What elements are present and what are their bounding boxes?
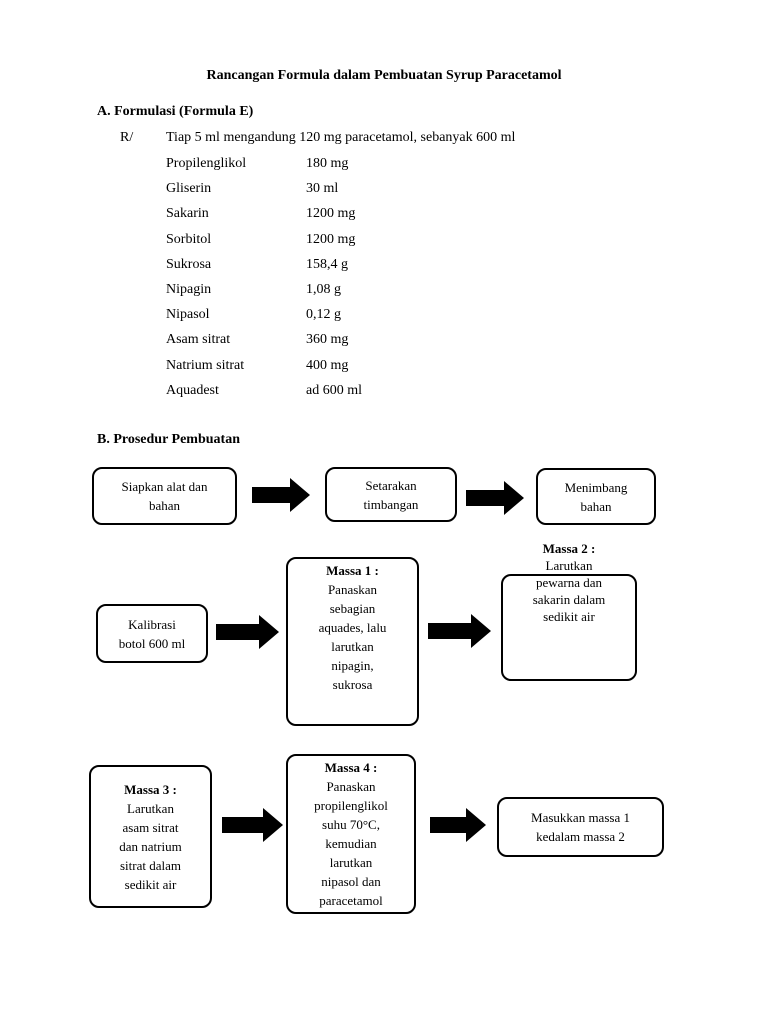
section-b-heading: B. Prosedur Pembuatan [97, 432, 240, 447]
ingredient-amount: 0,12 g [306, 307, 341, 322]
step-text-line: Larutkan [545, 558, 593, 573]
step-label: Massa 2 : [542, 541, 596, 556]
step-menimbang-box: Menimbang bahan [536, 468, 656, 525]
step-massa2-text: Massa 2 : Larutkan pewarna dan sakarin d… [501, 540, 637, 625]
step-label: Massa 1 : [326, 563, 379, 578]
ingredient-name: Gliserin [166, 181, 212, 196]
ingredient-name: Sukrosa [166, 257, 212, 272]
step-text-line: larutkan [331, 639, 374, 654]
step-text-line: botol 600 ml [118, 635, 186, 651]
step-text-line: Kalibrasi [128, 616, 176, 632]
step-text-line: suhu 70°C, [322, 817, 380, 832]
step-text-line: aquades, lalu [318, 620, 387, 635]
ingredient-amount: 1200 mg [306, 206, 356, 221]
ingredient-name: Sakarin [166, 206, 209, 221]
step-text-line: sukrosa [332, 677, 373, 692]
step-text-line: dan natrium [119, 838, 182, 854]
ingredient-name: Aquadest [166, 383, 219, 398]
step-label: Massa 3 : [124, 781, 177, 797]
ingredient-name: Propilenglikol [166, 156, 247, 171]
step-text-line: bahan [148, 498, 181, 513]
step-text-line: Menimbang [564, 479, 628, 495]
step-text-line: Siapkan alat dan [121, 479, 208, 494]
step-text-line: nipasol dan [321, 874, 381, 889]
arrow-right-icon [428, 614, 491, 648]
step-text-line: timbangan [363, 496, 419, 512]
step-text-line: propilenglikol [314, 798, 388, 813]
step-massa3-box: Massa 3 : Larutkan asam sitrat dan natri… [89, 765, 212, 908]
ingredient-amount: 360 mg [306, 332, 349, 347]
section-a-heading: A. Formulasi (Formula E) [97, 104, 254, 119]
step-text-line: Panaskan [326, 779, 376, 794]
step-text-line: sakarin dalam [532, 592, 606, 607]
ingredient-amount: 180 mg [306, 156, 349, 171]
ingredient-amount: ad 600 ml [306, 383, 362, 398]
step-text-line: sebagian [329, 601, 376, 616]
arrow-right-icon [252, 478, 310, 512]
step-massa1-box: Massa 1 : Panaskan sebagian aquades, lal… [286, 557, 419, 726]
ingredient-name: Nipagin [166, 282, 212, 297]
step-label: Massa 4 : [324, 760, 378, 775]
ingredient-amount: 30 ml [306, 181, 339, 196]
ingredient-name: Asam sitrat [166, 332, 231, 347]
step-text-line: sitrat dalam [119, 857, 181, 873]
ingredient-name: Nipasol [166, 307, 210, 322]
ingredient-amount: 1200 mg [306, 232, 356, 247]
step-text-line: Masukkan massa 1 [531, 810, 630, 825]
step-text-line: kemudian [325, 836, 377, 851]
step-text-line: kedalam massa 2 [536, 829, 625, 844]
ingredient-name: Natrium sitrat [166, 358, 245, 373]
step-text-line: paracetamol [319, 893, 383, 908]
step-text-line: larutkan [329, 855, 373, 870]
step-massa4-box: Massa 4 : Panaskan propilenglikol suhu 7… [286, 754, 416, 914]
step-text-line: bahan [580, 498, 612, 514]
arrow-right-icon [430, 808, 486, 842]
document-title: Rancangan Formula dalam Pembuatan Syrup … [206, 68, 562, 83]
ingredient-amount: 158,4 g [306, 257, 348, 272]
step-text-line: sedikit air [543, 609, 595, 624]
ingredient-name: Sorbitol [166, 232, 212, 247]
step-kalibrasi-box: Kalibrasi botol 600 ml [96, 604, 208, 663]
arrow-right-icon [216, 615, 279, 649]
arrow-right-icon [466, 481, 524, 515]
step-text-line: Setarakan [365, 477, 417, 493]
step-masukkan-box: Masukkan massa 1 kedalam massa 2 [497, 797, 664, 857]
ingredient-amount: 400 mg [306, 358, 349, 373]
step-massa2-box [501, 574, 637, 681]
arrow-right-icon [222, 808, 283, 842]
recipe-marker: R/ [120, 130, 134, 145]
step-text-line: sedikit air [124, 876, 177, 892]
ingredient-amount: 1,08 g [306, 282, 341, 297]
step-setarakan-box: Setarakan timbangan [325, 467, 457, 522]
step-siapkan-box: Siapkan alat dan bahan [92, 467, 237, 525]
step-text-line: asam sitrat [122, 819, 179, 835]
step-text-line: Panaskan [327, 582, 378, 597]
step-text-line: Larutkan [127, 800, 174, 816]
step-text-line: nipagin, [331, 658, 374, 673]
recipe-intro: Tiap 5 ml mengandung 120 mg paracetamol,… [166, 130, 516, 145]
step-text-line: pewarna dan [535, 575, 603, 590]
